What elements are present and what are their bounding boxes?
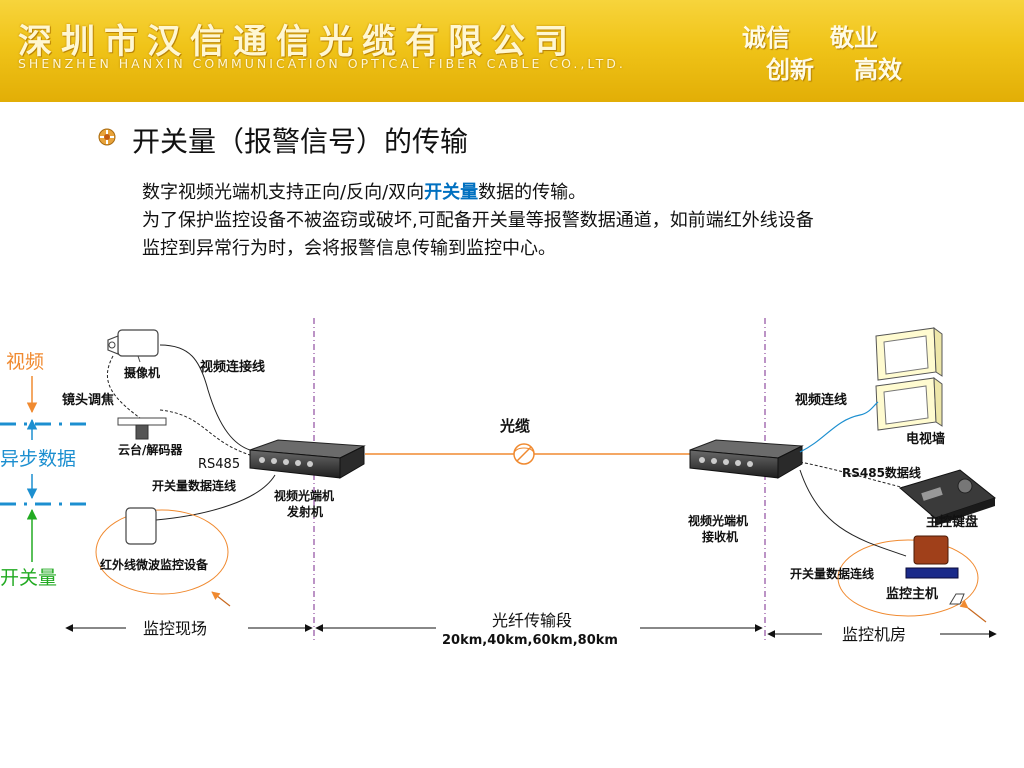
description-text: 数字视频光端机支持正向/反向/双向 [142,182,425,203]
section-fiber: 光纤传输段 [492,611,572,630]
receiver-label-1: 视频光端机 [688,513,748,528]
camera-icon [107,329,159,363]
monitor-host-icon [905,535,965,605]
ptz-decoder-label: 云台/解码器 [118,442,183,457]
description-line-3: 监控到异常行为时，会将报警信息传输到监控中心。 [142,238,556,259]
lens-cable-line [106,355,141,419]
highlight-keyword: 开关量 [424,182,479,203]
host-pointer-arrow [959,600,987,623]
section-distances: 20km,40km,60km,80km [442,633,618,648]
video-line-right [799,401,879,453]
ir-device-label: 红外线微波监控设备 [100,557,209,572]
header-banner: 深圳市汉信通信光缆有限公司 SHENZHEN HANXIN COMMUNICAT… [0,0,1024,102]
section-room: 监控机房 [842,625,906,644]
ir-sensor-icon [125,507,157,545]
company-name-en: SHENZHEN HANXIN COMMUNICATION OPTICAL FI… [18,56,626,71]
description-text: 数据的传输。 [478,182,587,203]
slogan-2: 敬业 [830,24,878,52]
video-cable-line [159,344,251,451]
ptz-icon [117,417,167,440]
rs485-cable-line [159,409,251,456]
switch-data-cable-left-label: 开关量数据连线 [152,478,236,493]
monitor-host-label: 监控主机 [886,586,938,602]
switch-cable-line-right [799,469,907,557]
switch-data-cable-right-label: 开关量数据连线 [790,566,874,581]
tv-wall-label: 电视墙 [906,431,945,447]
keyboard-icon [898,469,997,526]
main-keyboard-label: 主控键盘 [926,514,978,530]
video-cable-label: 视频连接线 [200,359,265,375]
transmitter-device [249,439,366,479]
bullet-icon [98,128,116,146]
section-site: 监控现场 [143,619,207,638]
ir-pointer-arrow [211,591,231,607]
rs485-data-line [799,461,906,489]
video-line-right-label: 视频连线 [795,392,847,408]
slogan-1: 诚信 [742,24,790,52]
camera-label: 摄像机 [124,365,160,380]
description-line-2: 为了保护监控设备不被盗窃或破坏,可配备开关量等报警数据通道，如前端红外线设备 [142,210,814,231]
switch-cable-line-left [155,474,276,521]
lens-focus-label: 镜头调焦 [62,392,114,408]
legend-switch: 开关量 [0,567,57,589]
rs485-label: RS485 [198,457,240,472]
transmitter-label-1: 视频光端机 [274,488,334,503]
transmitter-label-2: 发射机 [286,504,323,519]
receiver-device [689,439,804,479]
legend-video: 视频 [6,351,44,373]
monitor-host-outline [837,539,979,617]
fiber-coil-icon [513,443,535,465]
company-name: 深圳市汉信通信光缆有限公司 [18,22,577,62]
page-title: 开关量（报警信号）的传输 [132,125,469,158]
rs485-data-line-label: RS485数据线 [842,465,921,480]
tv-wall-icon [875,326,943,431]
receiver-label-2: 接收机 [702,529,738,544]
slogan-3: 创新 [766,56,814,84]
fiber-cable-label: 光缆 [499,417,530,435]
description-line-1: 数字视频光端机支持正向/反向/双向开关量数据的传输。 [142,178,586,204]
legend-async-data: 异步数据 [0,448,76,470]
ir-device-outline [95,509,229,595]
slogan-4: 高效 [854,56,902,84]
